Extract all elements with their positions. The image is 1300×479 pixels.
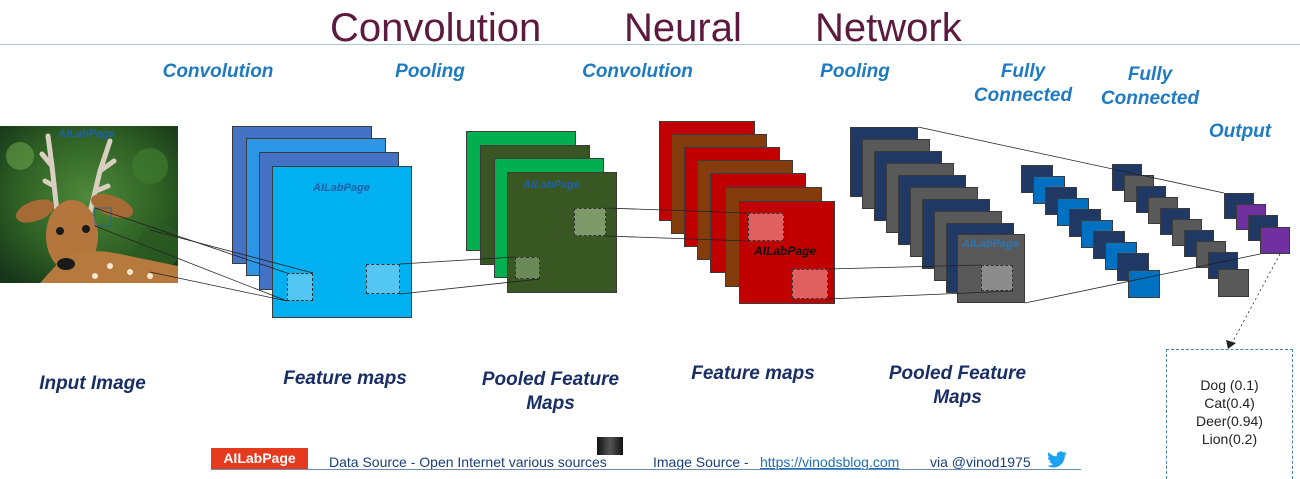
image-source-link[interactable]: https://vinodsblog.com: [760, 454, 900, 470]
output-list: Dog (0.1) Cat(0.4) Deer(0.94) Lion(0.2): [1167, 376, 1292, 448]
footer-underline: [211, 469, 1081, 470]
stage-label-output: Output: [1208, 121, 1272, 142]
pool1-patch-a: [574, 208, 606, 236]
input-image: AILabPage: [0, 126, 178, 283]
watermark-conv2: AILabPage: [754, 244, 817, 258]
conv1-patch-b: [366, 264, 400, 294]
pool2-patch: [981, 265, 1013, 291]
output-item: Dog (0.1): [1200, 377, 1259, 393]
label-feature-maps-1: Feature maps: [283, 368, 407, 389]
label-pooled-feature-maps-1: Pooled Feature Maps: [481, 369, 620, 414]
output-unit: [1260, 227, 1290, 254]
ailabpage-badge: AILabPage: [211, 448, 308, 469]
pool1-patch-b: [515, 257, 540, 279]
stage-label-fully-connected-1: Fully Connected: [973, 61, 1073, 106]
footer-data-source: Data Source - Open Internet various sour…: [329, 454, 607, 470]
title-word-neural: Neural: [624, 6, 742, 50]
stage-label-convolution-1: Convolution: [162, 61, 274, 82]
output-item: Deer(0.94): [1196, 413, 1263, 429]
footer-image-source-label: Image Source -: [653, 454, 749, 470]
conv2-patch-b: [792, 269, 828, 299]
conv2-patch-a: [748, 213, 784, 241]
title-divider: [0, 44, 1300, 45]
fc1-unit: [1128, 270, 1160, 298]
watermark-pool2: AILabPage: [962, 238, 1019, 250]
data-source-thumbnail: [597, 437, 623, 455]
output-item: Cat(0.4): [1204, 395, 1255, 411]
conv1-patch-a: [287, 273, 313, 301]
watermark-input: AILabPage: [58, 128, 115, 140]
stage-label-pooling-2: Pooling: [820, 61, 890, 82]
deer-picture: [0, 126, 178, 283]
label-pooled-feature-maps-2: Pooled Feature Maps: [888, 363, 1027, 408]
title-word-convolution: Convolution: [330, 6, 542, 50]
watermark-pool1: AILabPage: [523, 179, 580, 191]
output-item: Lion(0.2): [1201, 431, 1258, 447]
fc2-unit: [1218, 269, 1249, 297]
output-probabilities-box: Dog (0.1) Cat(0.4) Deer(0.94) Lion(0.2): [1166, 349, 1293, 479]
watermark-conv1: AILabPage: [313, 182, 370, 194]
stage-label-pooling-1: Pooling: [395, 61, 465, 82]
twitter-bird-icon[interactable]: [1046, 451, 1068, 469]
label-feature-maps-2: Feature maps: [691, 363, 815, 384]
stage-label-convolution-2: Convolution: [582, 61, 693, 82]
title-word-network: Network: [815, 6, 962, 50]
label-input-image: Input Image: [39, 373, 146, 394]
footer-via-handle: via @vinod1975: [930, 454, 1031, 470]
stage-label-fully-connected-2: Fully Connected: [1100, 64, 1200, 109]
